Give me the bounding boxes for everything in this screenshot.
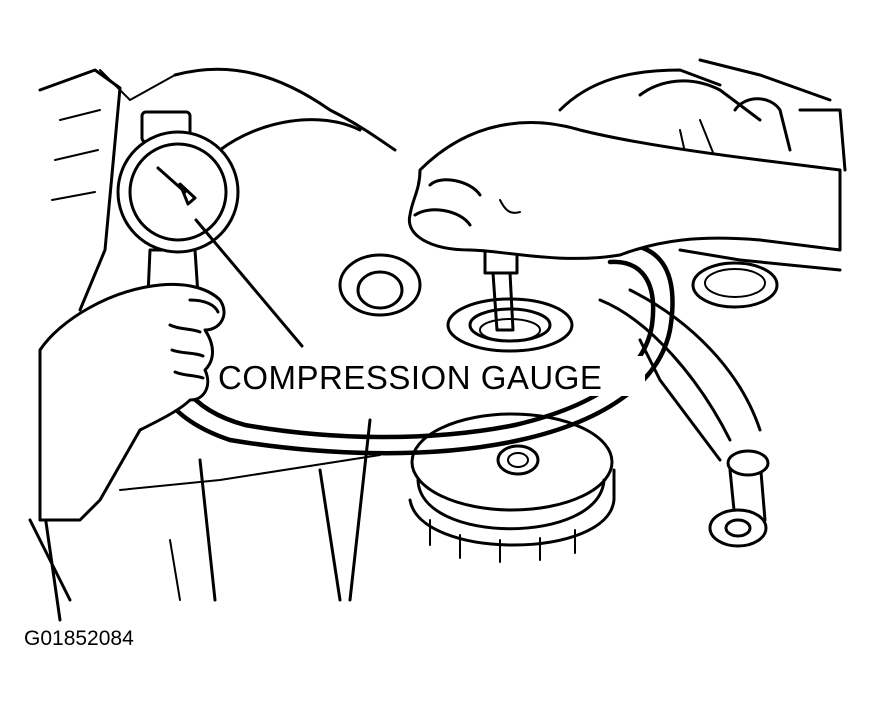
- gauge-adapter: [483, 243, 519, 332]
- compression-gauge-icon: [116, 110, 240, 254]
- right-hand: [407, 121, 842, 260]
- callout-leader-line: [194, 218, 304, 348]
- gauge-hose: [148, 242, 675, 456]
- engine-background: [28, 58, 847, 622]
- figure-id: G01852084: [24, 627, 134, 650]
- callout-label: COMPRESSION GAUGE: [215, 356, 645, 396]
- left-hand: [38, 282, 226, 522]
- callout-text: COMPRESSION GAUGE: [218, 359, 602, 396]
